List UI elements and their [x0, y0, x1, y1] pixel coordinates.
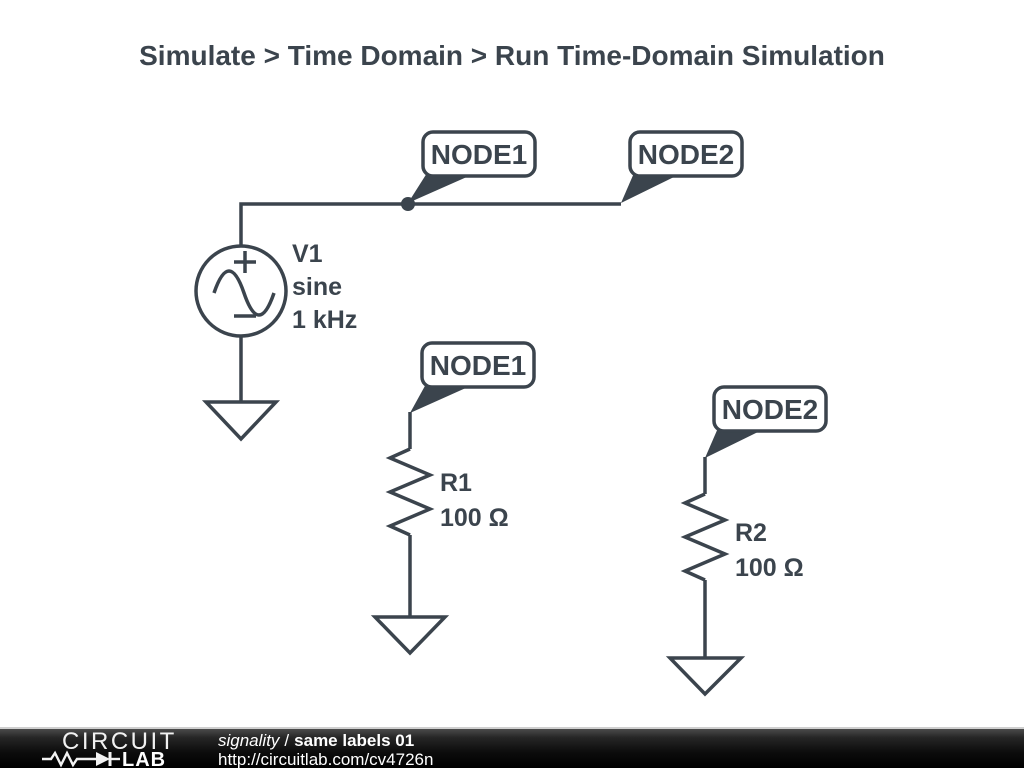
callout-tail: [408, 173, 469, 203]
node-callout-wire-right: NODE2: [621, 130, 744, 203]
callout-bubble: [712, 385, 828, 433]
component-r2-resistor: [680, 457, 730, 658]
node-label-text: NODE1: [430, 350, 526, 381]
callout-tail: [621, 173, 676, 203]
node-callout-r2: NODE2: [705, 385, 828, 458]
node-callout-wire-left: NODE1: [408, 130, 537, 203]
r1-value-label: 100 Ω: [440, 504, 509, 532]
callout-bubble: [421, 130, 537, 178]
node-label-text: NODE1: [431, 139, 527, 170]
r1-labels: R1 100 Ω: [440, 469, 509, 532]
r1-name-label: R1: [440, 469, 472, 497]
footer-watermark-bar: CIRCUIT LAB signality/same labels 01 htt…: [0, 727, 1024, 768]
v1-waveform-label: sine: [292, 273, 342, 301]
component-r1-resistor: [385, 412, 435, 617]
page-title: Simulate > Time Domain > Run Time-Domain…: [139, 40, 885, 71]
v1-labels: V1 sine 1 kHz: [292, 240, 357, 334]
ground-icon: [665, 656, 746, 697]
wire-net-top: [239, 202, 621, 248]
resistor-zigzag-icon: [385, 447, 435, 537]
logo-word-lab: LAB: [122, 749, 166, 768]
plus-icon: [234, 251, 256, 273]
ground-icon: [370, 615, 450, 656]
component-v1-voltage-source: [194, 244, 288, 402]
node-callout-r1: NODE1: [410, 341, 536, 413]
node-label-text: NODE2: [638, 139, 734, 170]
voltage-source-body: [194, 244, 288, 338]
callout-tail: [410, 384, 468, 413]
r2-labels: R2 100 Ω: [735, 519, 804, 582]
author-name: signality: [218, 731, 280, 750]
ground-icon: [201, 400, 281, 442]
callout-bubble: [628, 130, 744, 178]
v1-frequency-label: 1 kHz: [292, 306, 357, 334]
v1-name-label: V1: [292, 240, 323, 268]
wire-segment: [239, 202, 621, 248]
callout-bubble: [420, 341, 536, 389]
sine-wave-icon: [212, 269, 276, 317]
resistor-zigzag-icon: [680, 492, 730, 582]
r2-value-label: 100 Ω: [735, 554, 804, 582]
resistor-diode-icon: [42, 750, 120, 768]
separator: /: [284, 731, 290, 750]
node-label-text: NODE2: [722, 394, 818, 425]
logo-word-circuit: CIRCUIT: [62, 732, 177, 755]
footer-title-line: signality/same labels 01: [218, 731, 433, 751]
footer-meta: signality/same labels 01 http://circuitl…: [218, 731, 434, 768]
circuit-url: http://circuitlab.com/cv4726n: [218, 749, 434, 768]
circuitlab-logo: CIRCUIT LAB: [38, 728, 208, 768]
circuit-title: same labels 01: [294, 731, 415, 750]
r2-name-label: R2: [735, 519, 767, 547]
callout-tail: [705, 428, 760, 458]
